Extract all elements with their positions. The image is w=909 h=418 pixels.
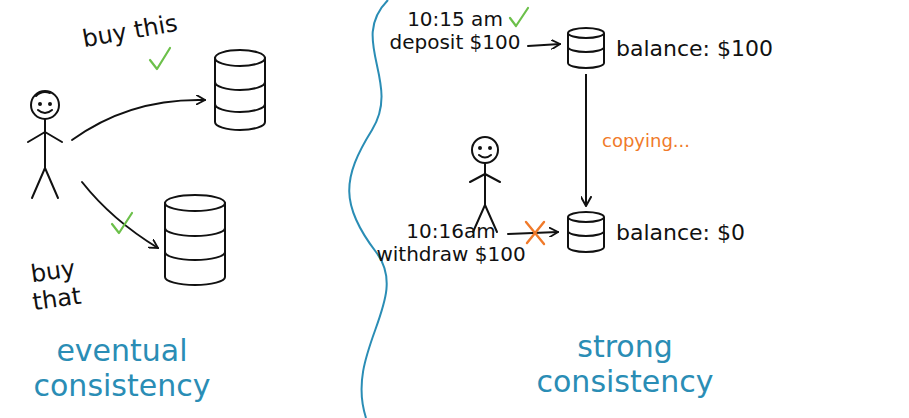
request-arrow [82,182,158,248]
action-note: buy that [15,253,96,318]
action-note: 10:16am withdraw $100 [374,220,528,266]
action-note: buy this [69,8,192,56]
divider [349,0,388,418]
cross-mark [526,222,544,244]
check-mark [112,213,132,233]
action-note: 10:15 am deposit $100 [382,8,528,54]
database-symbol [566,210,606,254]
check-mark [510,8,528,26]
stick-figure [470,137,500,232]
request-arrow [528,44,560,46]
database-symbol [566,26,606,70]
edge-label: copying... [600,130,692,151]
copy-arrow [585,74,587,206]
request-arrow [72,100,205,140]
stick-figure [28,91,62,198]
check-mark [150,48,170,69]
database-node: balance: $0 [566,210,745,254]
section-caption: strong consistency [515,330,735,399]
database-symbol [165,195,225,285]
database-node: balance: $100 [566,26,773,70]
section-caption: eventual consistency [12,334,232,403]
balance-label: balance: $0 [616,220,745,245]
database-symbol [215,50,265,130]
balance-label: balance: $100 [616,36,773,61]
